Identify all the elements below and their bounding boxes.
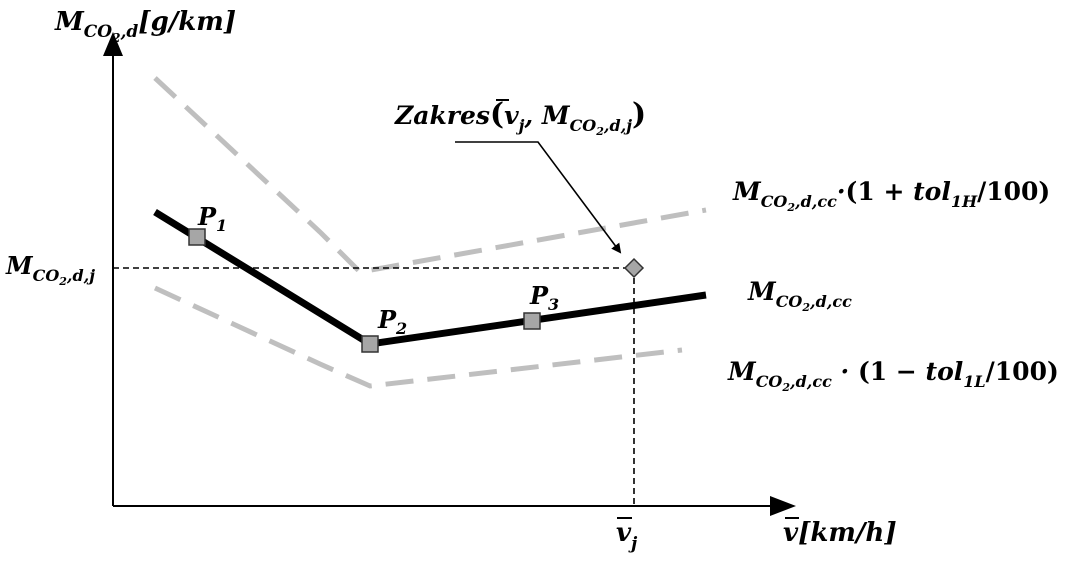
y-axis-label: MCO2,d[g/km] xyxy=(54,7,236,45)
upper-tolerance-line xyxy=(153,76,707,275)
axes xyxy=(103,32,796,516)
reference-lines xyxy=(113,267,635,506)
lower-tolerance-line xyxy=(153,285,683,389)
y-axis-arrow-icon xyxy=(103,32,123,56)
target-diamond-marker-icon xyxy=(623,257,645,279)
p1-label: P1 xyxy=(197,202,227,235)
zakres-pointer-line xyxy=(455,141,622,254)
x-axis-arrow-icon xyxy=(770,496,796,516)
zakres-label: Zakres(vj, MCO2,d,j) xyxy=(394,97,646,138)
p3-label: P3 xyxy=(529,281,559,314)
p3-square-marker-icon xyxy=(523,312,541,330)
center-line-label: MCO2,d,cc xyxy=(747,277,852,314)
lower-tolerance-label: MCO2,d,cc · (1 − tol1L/100) xyxy=(727,357,1059,394)
p1-square-marker-icon xyxy=(188,228,206,246)
x-axis-label: v[km/h] xyxy=(783,518,897,548)
p2-square-marker-icon xyxy=(361,335,379,353)
p2-label: P2 xyxy=(377,305,407,338)
v-j-label: vj xyxy=(616,518,638,554)
m-j-label: MCO2,d,j xyxy=(5,251,95,288)
tolerance-bands xyxy=(153,76,707,389)
upper-tolerance-label: MCO2,d,cc·(1 + tol1H/100) xyxy=(732,177,1050,214)
